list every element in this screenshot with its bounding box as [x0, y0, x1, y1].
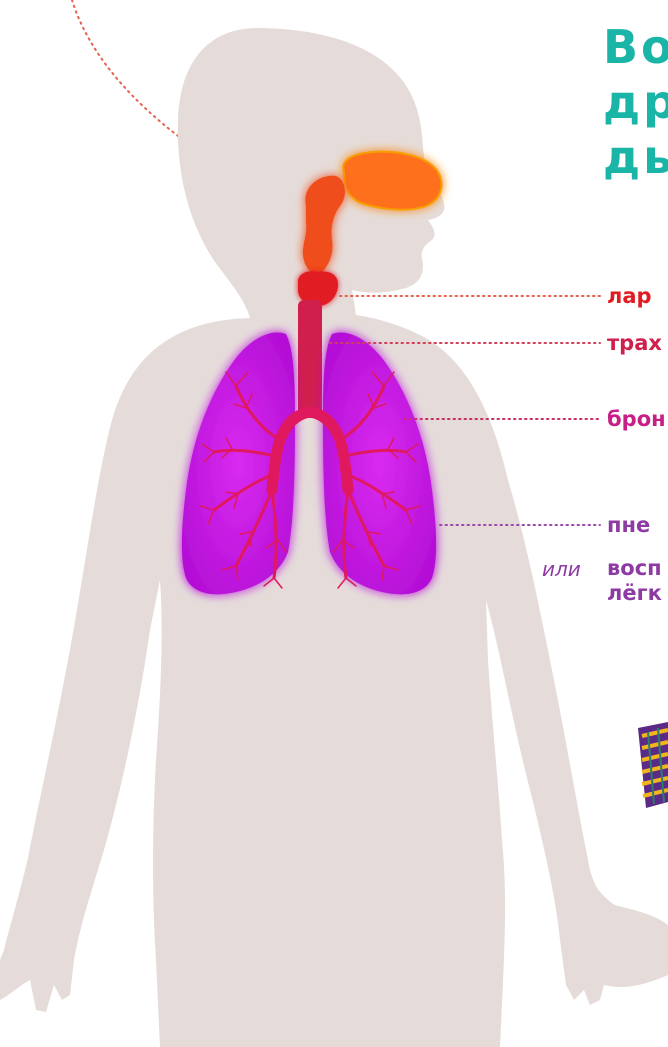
book-stamp-icon — [638, 722, 668, 808]
title-line-1: Во — [603, 20, 668, 75]
inflammation-label-line-1: восп — [607, 555, 662, 581]
larynx-label: лар — [607, 283, 652, 309]
pneumonia-label: пне — [607, 512, 650, 538]
trachea-label: трах — [607, 330, 662, 356]
trachea-organ — [298, 300, 322, 418]
bronchi-label: брон — [607, 406, 666, 432]
page-title: Во др дь — [603, 20, 668, 185]
title-line-3: дь — [603, 130, 668, 185]
or-connector: или — [542, 557, 581, 581]
title-line-2: др — [603, 75, 668, 130]
nasal-cavity — [343, 152, 441, 210]
inflammation-label-line-2: лёгк — [607, 580, 662, 606]
